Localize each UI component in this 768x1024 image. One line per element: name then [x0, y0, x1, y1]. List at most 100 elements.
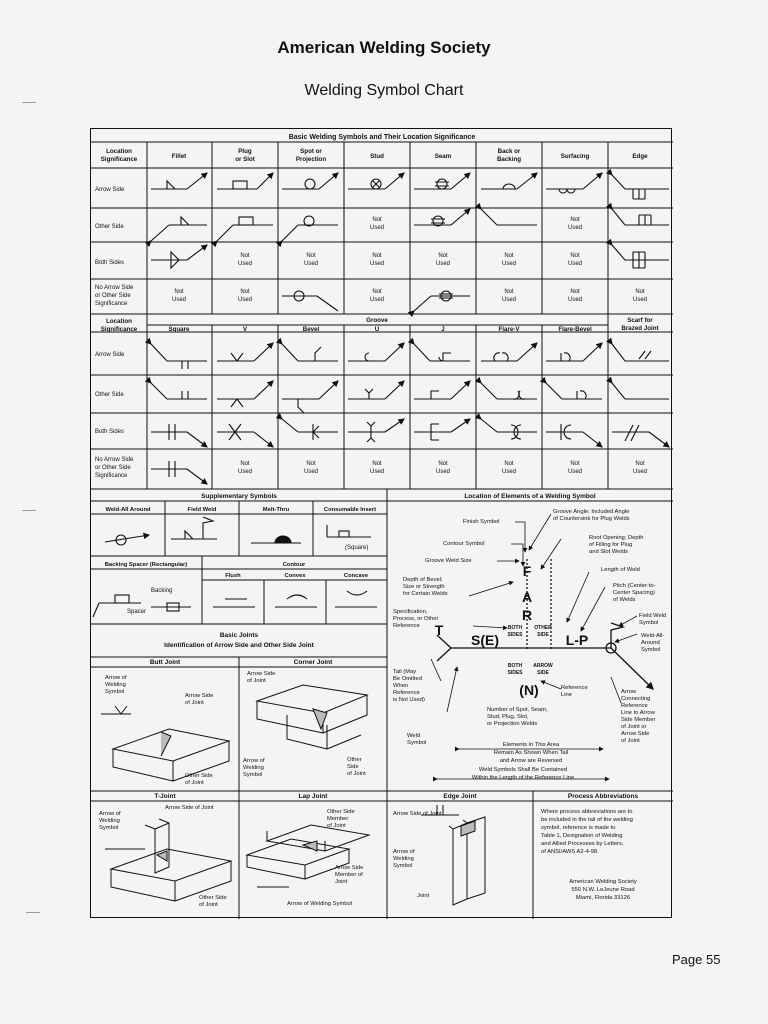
- scarf-other-symbol: [605, 376, 669, 400]
- flarev-other-symbol: [474, 376, 537, 400]
- org-title: American Welding Society: [277, 38, 491, 57]
- not-used: Used: [370, 297, 384, 303]
- not-used: Not: [438, 253, 448, 259]
- address-line: 550 N.W. LeJeune Road: [571, 887, 634, 893]
- loc-label-2: Significance: [101, 156, 138, 163]
- seam-noarrow-symbol: [407, 290, 470, 318]
- convex-label: Convex: [285, 573, 307, 579]
- letter-a: A: [522, 589, 532, 605]
- tail-5: is Not Used): [393, 697, 425, 703]
- lap-other-3: of Joint: [327, 823, 346, 829]
- not-used: Not: [174, 289, 184, 295]
- seam-other-symbol: [414, 208, 471, 227]
- not-used: Not: [240, 461, 250, 467]
- spot-other-symbol: [275, 215, 338, 248]
- not-used: Used: [172, 297, 186, 303]
- back-other-symbol: [474, 202, 537, 226]
- not-used: Used: [502, 261, 516, 267]
- col-scarf-2: Brazed Joint: [621, 325, 658, 332]
- spot-arrow-symbol: [282, 172, 339, 190]
- elements-area-1: Elements in This Area: [503, 742, 560, 748]
- not-used: Not: [504, 461, 514, 467]
- margin-mark: [22, 510, 36, 511]
- arrow-conn-1: Arrow: [621, 689, 637, 695]
- chart-svg: Basic Welding Symbols and Their Location…: [91, 134, 673, 919]
- t-arrow-of-1: Arrow of: [99, 811, 121, 817]
- supp-title: Supplementary Symbols: [201, 493, 277, 500]
- joints-title-1: Basic Joints: [220, 632, 259, 639]
- g-row-other: Other Side: [95, 392, 124, 398]
- edge-other-symbol: [605, 202, 669, 226]
- melt-thru-label: Melt-Thru: [263, 507, 290, 513]
- depth-2: Size or Strength: [403, 584, 445, 590]
- t-arrow-of-3: Symbol: [99, 825, 118, 831]
- flarev-both-symbol: [474, 412, 537, 440]
- square-other-symbol: [144, 376, 207, 400]
- not-used: Used: [370, 469, 384, 475]
- groove-angle-1: Groove Angle; Included Angle: [553, 509, 629, 515]
- not-used: Not: [570, 253, 580, 259]
- v-other-symbol: [217, 380, 274, 408]
- col-back-1: Back or: [498, 148, 521, 155]
- not-used: Not: [306, 461, 316, 467]
- ref-line-1: Reference: [561, 685, 588, 691]
- not-used: Used: [568, 261, 582, 267]
- u-other-symbol: [348, 380, 405, 400]
- arrow-side-1: ARROW: [533, 663, 553, 669]
- not-used: Used: [436, 261, 450, 267]
- num-spot-3: or Projection Welds: [487, 721, 537, 727]
- corner-other-3: of Joint: [347, 771, 366, 777]
- contained-1: Weld Symbols Shall Be Contained: [479, 767, 567, 773]
- concave-label: Concave: [344, 573, 369, 579]
- loc-label-1: Location: [106, 148, 132, 155]
- contour-label: Contour: [283, 562, 306, 568]
- col-scarf-1: Scarf for: [627, 317, 653, 324]
- backing-symbol: [92, 594, 141, 618]
- col-flare-v: Flare-V: [499, 326, 521, 333]
- address-line: American Welding Society: [569, 879, 637, 885]
- num-spot-2: Stud, Plug, Slot,: [487, 714, 529, 720]
- not-used: Not: [438, 461, 448, 467]
- edge-joint-label: Edge Joint: [443, 793, 477, 800]
- v-arrow-symbol: [217, 342, 274, 362]
- col-back-2: Backing: [497, 156, 521, 163]
- not-used: Used: [568, 297, 582, 303]
- not-used: Used: [436, 469, 450, 475]
- consumable-insert-label: Consumable Insert: [324, 507, 376, 513]
- fillet-other-symbol: [144, 215, 207, 248]
- process-line: of ANSI/AWS A2-4-98.: [541, 849, 599, 855]
- edge-joint-note: Joint: [417, 893, 430, 899]
- not-used: Used: [238, 261, 252, 267]
- not-used: Not: [240, 289, 250, 295]
- margin-mark: [22, 102, 36, 103]
- stud-arrow-symbol: [348, 172, 405, 190]
- t-arrow-side: Arrow Side of Joint: [165, 805, 214, 811]
- square-noarrow-symbol: [151, 461, 208, 485]
- not-used: Not: [372, 253, 382, 259]
- not-used: Used: [370, 225, 384, 231]
- g-row-noarrow-1: No Arrow Side: [95, 457, 134, 463]
- other-side-1: OTHER: [534, 625, 552, 631]
- flush-label: Flush: [225, 573, 241, 579]
- process-line: Where process abbreviations are to: [541, 809, 633, 815]
- col-surfacing: Surfacing: [561, 153, 590, 160]
- field-weld-symbol: [171, 516, 217, 540]
- letter-f: F: [523, 563, 532, 579]
- col-spot-1: Spot or: [300, 148, 322, 155]
- chart-title: Welding Symbol Chart: [304, 82, 464, 99]
- process-title: Process Abbreviations: [568, 793, 639, 800]
- consumable-insert-symbol: [326, 525, 371, 538]
- finish-label: Finish Symbol: [463, 519, 499, 525]
- letter-n: (N): [519, 682, 538, 698]
- t-joint-drawing: [105, 818, 233, 902]
- lap-arrow-of: Arrow of Welding Symbol: [287, 901, 352, 907]
- letter-t: T: [435, 622, 444, 638]
- col-stud: Stud: [370, 153, 384, 160]
- plug-other-symbol: [210, 216, 273, 248]
- address-line: Miami, Florida 33126: [576, 895, 630, 901]
- both-sides-lower-1: BOTH: [508, 663, 523, 669]
- corner-other-1: Other: [347, 757, 362, 763]
- corner-arrow-of-3: Symbol: [243, 772, 262, 778]
- elements-title: Location of Elements of a Welding Symbol: [464, 493, 596, 500]
- g-row-both: Both Sides: [95, 429, 124, 435]
